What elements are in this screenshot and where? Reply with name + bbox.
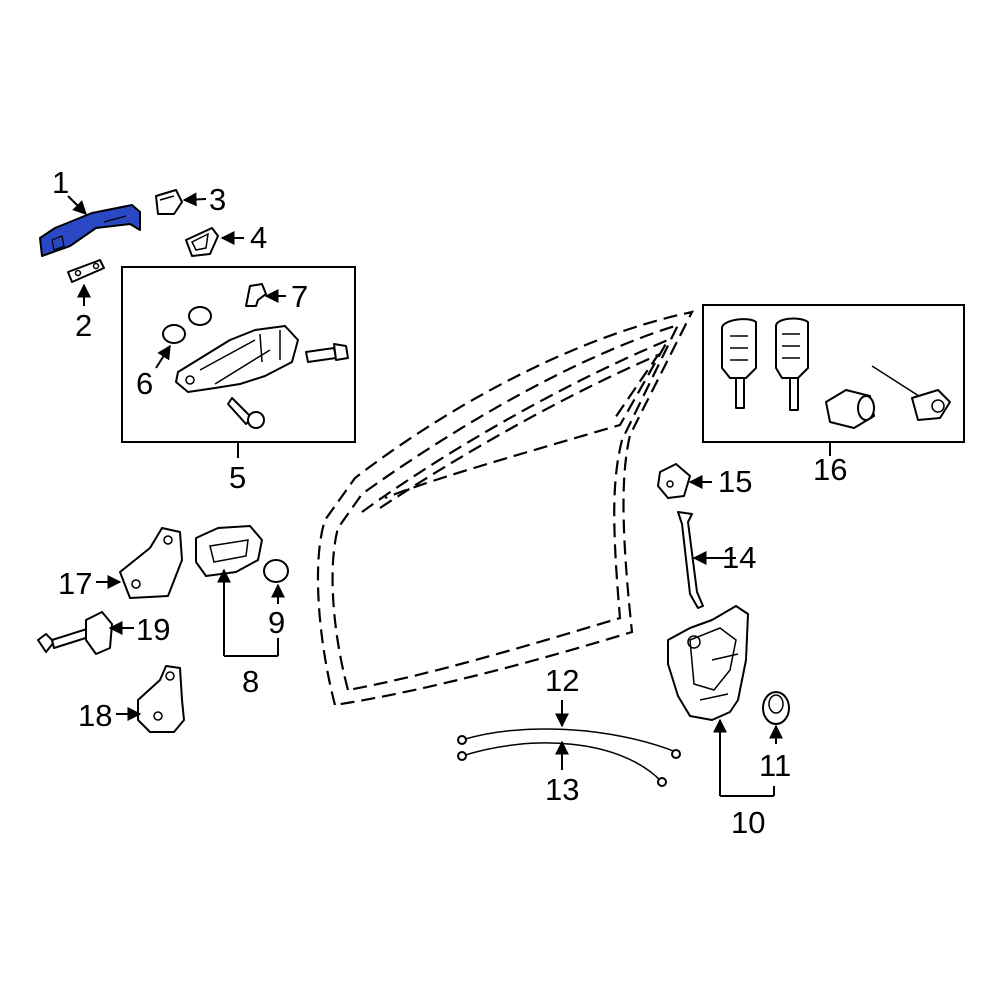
callout-1: 1 — [52, 165, 69, 200]
part-16-key-1[interactable] — [721, 318, 757, 409]
callout-17: 17 — [58, 566, 92, 601]
leader-lines — [67, 192, 831, 797]
part-16-lock-cylinder[interactable] — [825, 389, 875, 429]
part-18-lower-hinge[interactable] — [137, 665, 185, 733]
part-5-bolt[interactable] — [227, 397, 265, 429]
callout-19: 19 — [136, 612, 170, 647]
callout-18: 18 — [78, 698, 112, 733]
part-4-gasket[interactable] — [185, 227, 219, 257]
callout-15: 15 — [718, 464, 752, 499]
part-5-handle-frame[interactable] — [175, 325, 299, 393]
part-13-cable[interactable] — [457, 742, 667, 787]
part-19-door-check[interactable] — [37, 611, 113, 655]
part-14-lock-rod[interactable] — [677, 511, 704, 609]
part-6-grommet[interactable] — [162, 306, 212, 344]
part-3-handle-cap[interactable] — [155, 189, 183, 215]
part-12-cable[interactable] — [457, 728, 681, 759]
callout-11: 11 — [759, 748, 791, 783]
door-outline — [316, 310, 695, 707]
part-16-group-box — [702, 304, 965, 443]
part-16-key-2[interactable] — [775, 317, 809, 411]
part-1-outside-handle[interactable] — [39, 204, 141, 257]
part-7-clip[interactable] — [245, 283, 267, 307]
part-2-handle-pad[interactable] — [67, 259, 105, 283]
part-16-cylinder-rod[interactable] — [871, 365, 951, 421]
part-11-cap[interactable] — [762, 691, 790, 725]
callout-12: 12 — [545, 663, 579, 698]
callout-3: 3 — [209, 182, 226, 217]
callout-13: 13 — [545, 772, 579, 807]
part-17-upper-hinge[interactable] — [119, 527, 183, 599]
part-9-clip[interactable] — [263, 559, 289, 583]
callout-labels: 1 2 3 4 5 6 7 8 9 10 11 12 13 14 15 16 1… — [52, 165, 847, 840]
callout-10: 10 — [731, 805, 765, 840]
callout-16: 16 — [813, 452, 847, 487]
callout-4: 4 — [250, 220, 267, 255]
part-15-striker[interactable] — [657, 463, 691, 499]
callout-14: 14 — [722, 540, 756, 575]
callout-8: 8 — [242, 664, 259, 699]
part-8-inside-handle[interactable] — [195, 525, 263, 577]
part-5-screw[interactable] — [305, 343, 349, 363]
callout-6: 6 — [136, 366, 153, 401]
callout-5: 5 — [229, 460, 246, 495]
callout-7: 7 — [291, 279, 308, 314]
part-10-door-lock-assembly[interactable] — [667, 605, 749, 721]
callout-2: 2 — [75, 308, 92, 343]
callout-9: 9 — [268, 605, 285, 640]
